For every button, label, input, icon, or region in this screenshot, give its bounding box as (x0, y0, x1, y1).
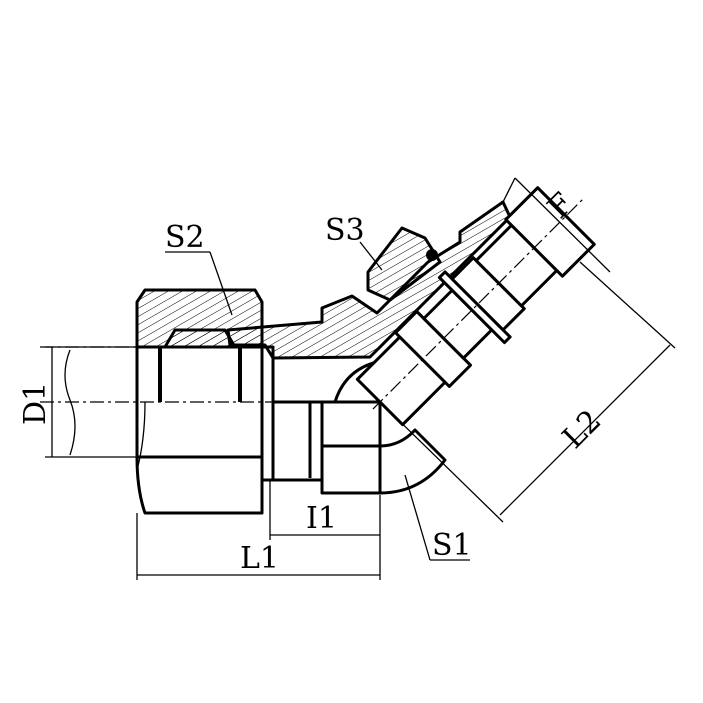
dim-i1: I1 (269, 480, 380, 540)
dim-d1: D1 (18, 346, 137, 458)
leader-s2: S2 (165, 220, 233, 316)
label-s3: S3 (325, 213, 365, 248)
label-s1: S1 (432, 528, 472, 563)
dim-l1: L1 (136, 495, 381, 580)
fitting-body (226, 200, 512, 482)
label-l1: L1 (240, 541, 279, 576)
label-i1: I1 (306, 501, 337, 536)
swivel-nut (135, 288, 264, 515)
leader-s3: S3 (325, 213, 383, 271)
leader-s1: S1 (404, 474, 472, 563)
angled-connector (355, 186, 596, 427)
label-l2: L2 (556, 403, 608, 455)
label-s2: S2 (165, 220, 205, 255)
elbow (320, 400, 447, 495)
label-d1: D1 (18, 382, 53, 425)
